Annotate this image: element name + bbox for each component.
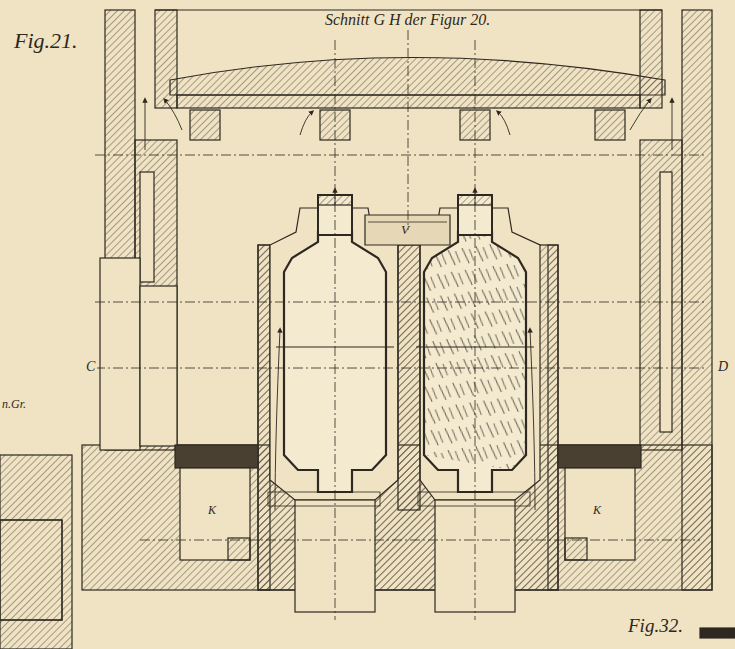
section-letter: C	[84, 360, 97, 374]
figure-number: Fig.21.	[14, 30, 78, 52]
figure-title: Schnitt G H der Figur 20.	[323, 12, 492, 28]
part-letter: K	[593, 504, 601, 516]
part-letter: V	[401, 223, 409, 236]
part-letter: K	[208, 504, 216, 516]
section-letter: D	[716, 360, 730, 374]
scale-note: n.Gr.	[2, 398, 26, 410]
figure-number: Fig.32.	[626, 616, 685, 635]
